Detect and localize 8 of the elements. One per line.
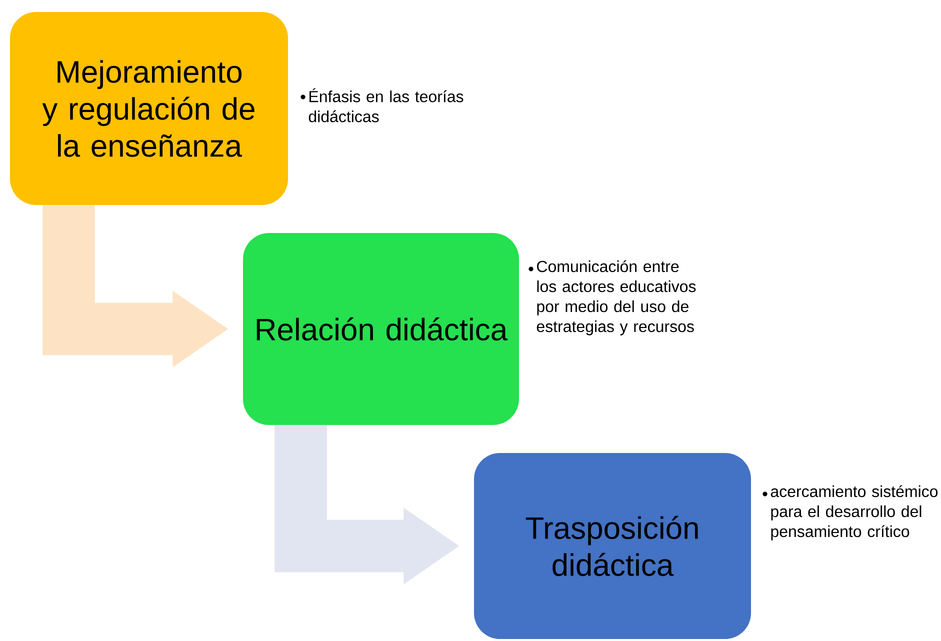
note-text: Énfasis en las teorías didácticas [308, 88, 464, 122]
process-box: Mejoramiento y regulación de la enseñanza [10, 12, 288, 205]
process-box: Trasposición didáctica [474, 453, 751, 639]
process-box: Relación didáctica [243, 233, 519, 425]
bent-arrow [42, 205, 228, 368]
note-text: acercamiento sistémico para el desarrollo del pensamiento crítico [770, 485, 938, 540]
bent-arrow [274, 425, 459, 584]
note-text: Comunicación entre los actores educativos por medio del uso de estrategias y recursos [536, 260, 696, 336]
